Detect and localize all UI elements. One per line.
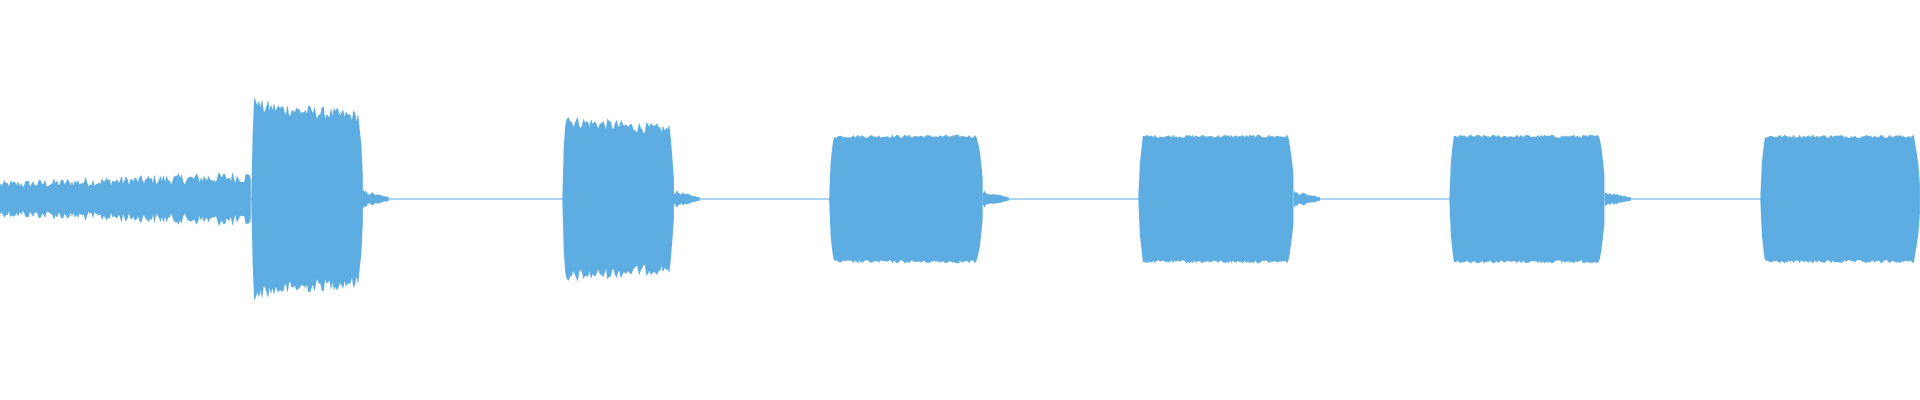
waveform-tail-4 <box>673 190 700 208</box>
waveform-burst-1 <box>251 98 363 300</box>
waveform-tail-6 <box>982 190 1009 208</box>
waveform-buzz-0 <box>0 171 251 227</box>
waveform-burst-11 <box>1760 134 1920 264</box>
waveform-burst-3 <box>562 116 674 282</box>
waveform-burst-7 <box>1138 134 1294 264</box>
waveform-tail-2 <box>362 188 389 210</box>
waveform-burst-5 <box>829 134 983 264</box>
waveform-tail-10 <box>1604 192 1631 206</box>
waveform-burst-9 <box>1449 134 1605 264</box>
waveform-tail-8 <box>1293 190 1320 208</box>
waveform-segments <box>0 98 1920 300</box>
